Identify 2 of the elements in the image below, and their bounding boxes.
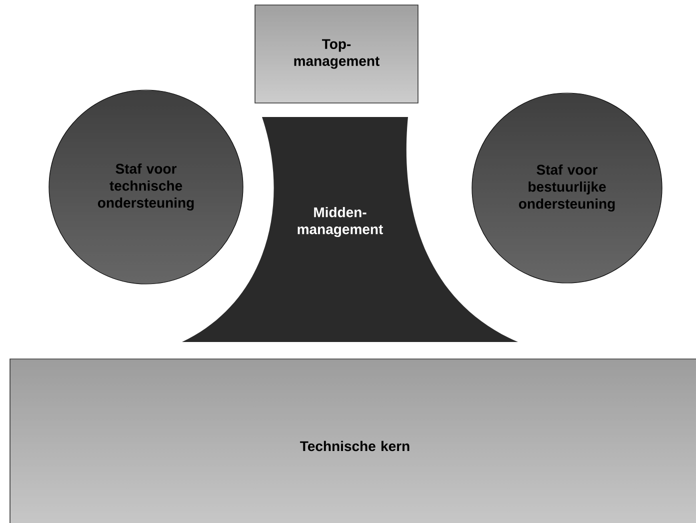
organization-box: Top-management [254, 4, 418, 104]
organization-box: Technische kern [10, 358, 696, 523]
